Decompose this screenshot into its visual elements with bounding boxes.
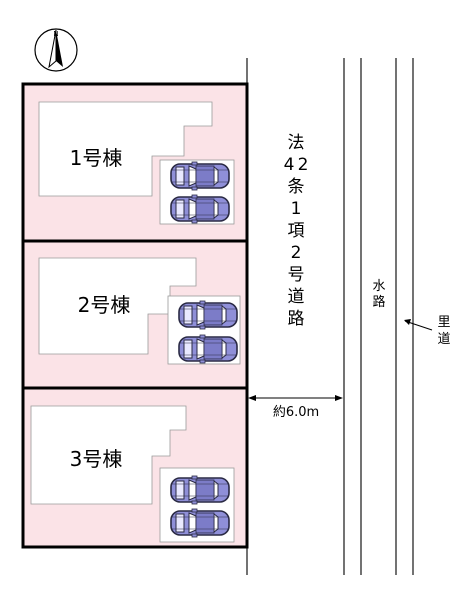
road-label: 法 4 2 条 1 項 2 号 道 路 [284,133,309,329]
road-label-char: 1 [291,199,302,219]
leader-arrow-icon [404,319,411,325]
road-width-label: 約6.0m [273,405,319,420]
satomichi-label-char: 里 [437,315,450,330]
road-label-char: 4 [284,155,295,175]
road-label-char: 法 [288,133,305,153]
parked-car-icon [178,334,238,364]
satomichi-label: 里 道 [404,315,451,347]
road-label-char: 号 [288,265,305,285]
satomichi-label-char: 道 [437,332,450,347]
arrow-left-icon [248,395,256,401]
north-label: N [53,30,58,38]
north-compass-icon: N [34,28,78,72]
lot-1: 1号棟 [21,82,249,243]
road-label-char: 路 [288,309,305,329]
road-label-char: 2 [298,155,309,175]
waterway-label: 水 路 [372,279,385,310]
arrow-right-icon [335,395,343,401]
road-width-dimension: 約6.0m [248,395,343,420]
lot-3: 3号棟 [21,386,249,549]
parked-car-icon [170,194,230,224]
lot-2: 2号棟 [21,239,249,390]
waterway-label-char: 路 [372,294,385,310]
lot-1-label: 1号棟 [70,146,123,170]
road-lines [246,58,414,575]
parked-car-icon [178,300,238,330]
waterway-label-char: 水 [372,279,385,294]
road-label-char: 条 [288,177,305,197]
parked-car-icon [170,475,230,505]
road-label-char: 項 [288,221,305,241]
building-1-outline [38,101,213,197]
parked-car-icon [170,161,230,191]
road-label-char: 2 [291,243,302,263]
lot-3-label: 3号棟 [70,447,123,471]
road-label-char: 道 [288,287,305,307]
building-3-outline [30,405,187,505]
lot-2-label: 2号棟 [78,293,131,317]
parked-car-icon [170,508,230,538]
